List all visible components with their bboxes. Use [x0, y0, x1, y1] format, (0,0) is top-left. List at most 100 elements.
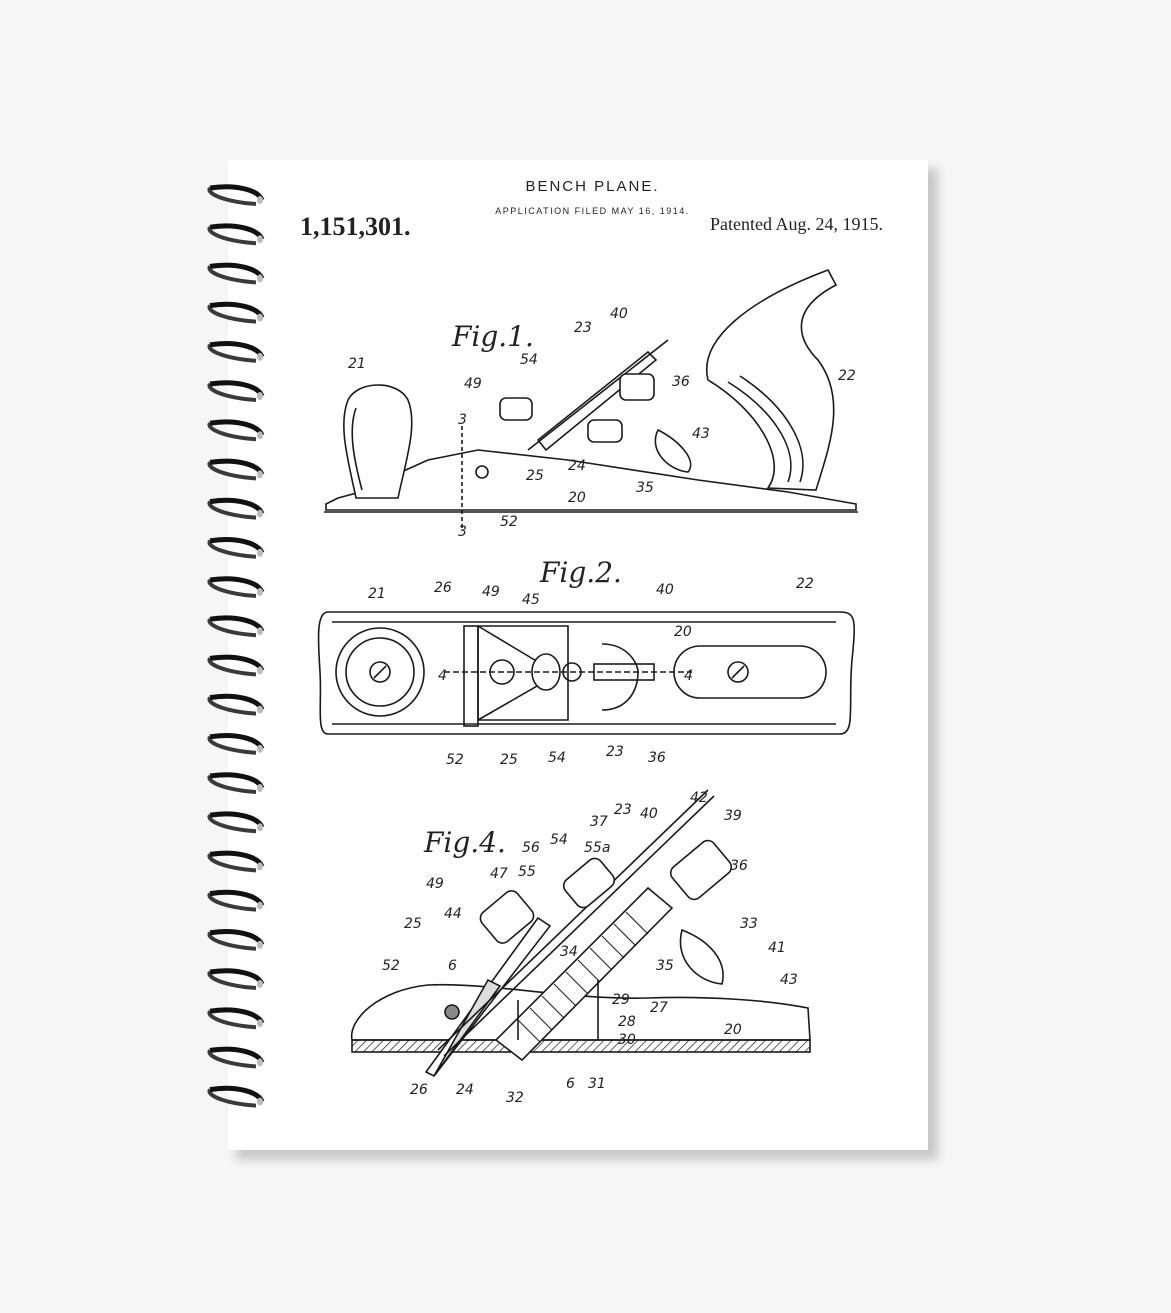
fig2-callout: 52 — [446, 752, 464, 768]
fig4-callout: 32 — [506, 1090, 524, 1106]
binding-hole — [257, 901, 263, 910]
fig2-callout: 26 — [434, 580, 452, 596]
fig1-label: Fig.1. — [452, 320, 534, 353]
binding-hole — [257, 431, 263, 440]
spiral-coil — [207, 814, 257, 834]
fig1-callout: 3 — [458, 524, 467, 540]
binding-hole — [257, 313, 263, 322]
spiral-coil — [207, 304, 257, 324]
binding-hole — [257, 666, 263, 675]
fig4-callout: 27 — [650, 1000, 668, 1016]
fig1-callout: 43 — [692, 426, 710, 442]
fig4-callout: 29 — [612, 992, 630, 1008]
fig4-callout: 30 — [618, 1032, 636, 1048]
binding-hole — [257, 1019, 263, 1028]
binding-hole — [257, 196, 263, 204]
fig1-callout: 40 — [610, 306, 628, 322]
fig4-callout: 25 — [404, 916, 422, 932]
spiral-coil — [207, 539, 257, 559]
fig4-callout: 42 — [690, 790, 708, 806]
fig1-callout: 54 — [520, 352, 538, 368]
spiral-coil — [207, 382, 257, 402]
fig2-callout: 45 — [522, 592, 540, 608]
fig4-callout: 33 — [740, 916, 758, 932]
fig4-callout: 28 — [618, 1014, 636, 1030]
spiral-coil — [207, 578, 257, 598]
spiral-coil — [207, 265, 257, 285]
fig2-callout: 36 — [648, 750, 666, 766]
fig1-callout: 23 — [574, 320, 592, 336]
fig4-callout: 34 — [560, 944, 578, 960]
patent-drawing — [317, 269, 858, 1078]
spiral-coil — [207, 422, 257, 442]
fig4-callout: 20 — [724, 1022, 742, 1038]
fig1-callout: 21 — [348, 356, 366, 372]
binding-hole — [257, 1058, 263, 1067]
fig1-callout: 49 — [464, 376, 482, 392]
fig2-callout: 4 — [684, 668, 693, 684]
binding-hole — [257, 509, 263, 518]
spiral-coil — [207, 774, 257, 794]
fig1-callout: 35 — [636, 480, 654, 496]
fig4-callout: 24 — [456, 1082, 474, 1098]
fig2-callout: 40 — [656, 582, 674, 598]
fig4-callout: 31 — [588, 1076, 606, 1092]
fig4-callout: 44 — [444, 906, 462, 922]
spiral-coil — [207, 186, 257, 206]
fig4-callout: 23 — [614, 802, 632, 818]
spiral-coil — [207, 931, 257, 951]
binding-hole — [257, 274, 263, 283]
fig1-callout: 52 — [500, 514, 518, 530]
binding-hole — [257, 352, 263, 361]
fig2-callout: 25 — [500, 752, 518, 768]
spiral-coil — [207, 735, 257, 755]
binding-hole — [257, 235, 263, 244]
binding-hole — [257, 1097, 263, 1106]
fig4-label: Fig.4. — [424, 826, 506, 859]
fig4-callout: 35 — [656, 958, 674, 974]
binding-hole — [257, 862, 263, 871]
binding-hole — [257, 705, 263, 714]
fig2-plane-top-view — [317, 611, 856, 735]
spiral-coil — [207, 657, 257, 677]
fig4-callout: 56 — [522, 840, 540, 856]
fig2-callout: 22 — [796, 576, 814, 592]
binding-hole — [257, 940, 263, 949]
fig1-callout: 36 — [672, 374, 690, 390]
spiral-binding — [207, 184, 265, 1108]
application-filed-date: APPLICATION FILED MAY 16, 1914. — [495, 206, 690, 216]
binding-hole — [257, 980, 263, 988]
binding-hole — [257, 627, 263, 636]
binding-hole — [257, 744, 263, 753]
spiral-coil — [207, 1088, 257, 1108]
patented-date: Patented Aug. 24, 1915. — [710, 214, 883, 234]
spiral-coil — [207, 226, 257, 246]
fig4-callout: 39 — [724, 808, 742, 824]
fig2-label: Fig.2. — [540, 556, 622, 589]
fig4-callout: 6 — [448, 958, 457, 974]
fig4-callout: 47 — [490, 866, 508, 882]
binding-hole — [257, 588, 263, 596]
fig4-callout: 37 — [590, 814, 608, 830]
fig1-callout: 3 — [458, 412, 467, 428]
spiral-coil — [207, 1049, 257, 1069]
binding-hole — [257, 784, 263, 792]
fig4-section-view — [350, 789, 811, 1078]
fig1-callout: 20 — [568, 490, 586, 506]
spiral-coil — [207, 343, 257, 363]
spiral-coil — [207, 970, 257, 990]
binding-hole — [257, 548, 263, 557]
fig4-callout: 41 — [768, 940, 786, 956]
fig2-callout: 49 — [482, 584, 500, 600]
spiral-coil — [207, 696, 257, 716]
binding-hole — [257, 823, 263, 832]
fig1-callout: 25 — [526, 468, 544, 484]
spiral-coil — [207, 500, 257, 520]
fig4-callout: 55a — [584, 840, 611, 856]
fig4-callout: 55 — [518, 864, 536, 880]
fig4-callout: 54 — [550, 832, 568, 848]
fig4-callout: 49 — [426, 876, 444, 892]
fig1-plane-side-view — [324, 269, 858, 528]
fig2-callout: 54 — [548, 750, 566, 766]
